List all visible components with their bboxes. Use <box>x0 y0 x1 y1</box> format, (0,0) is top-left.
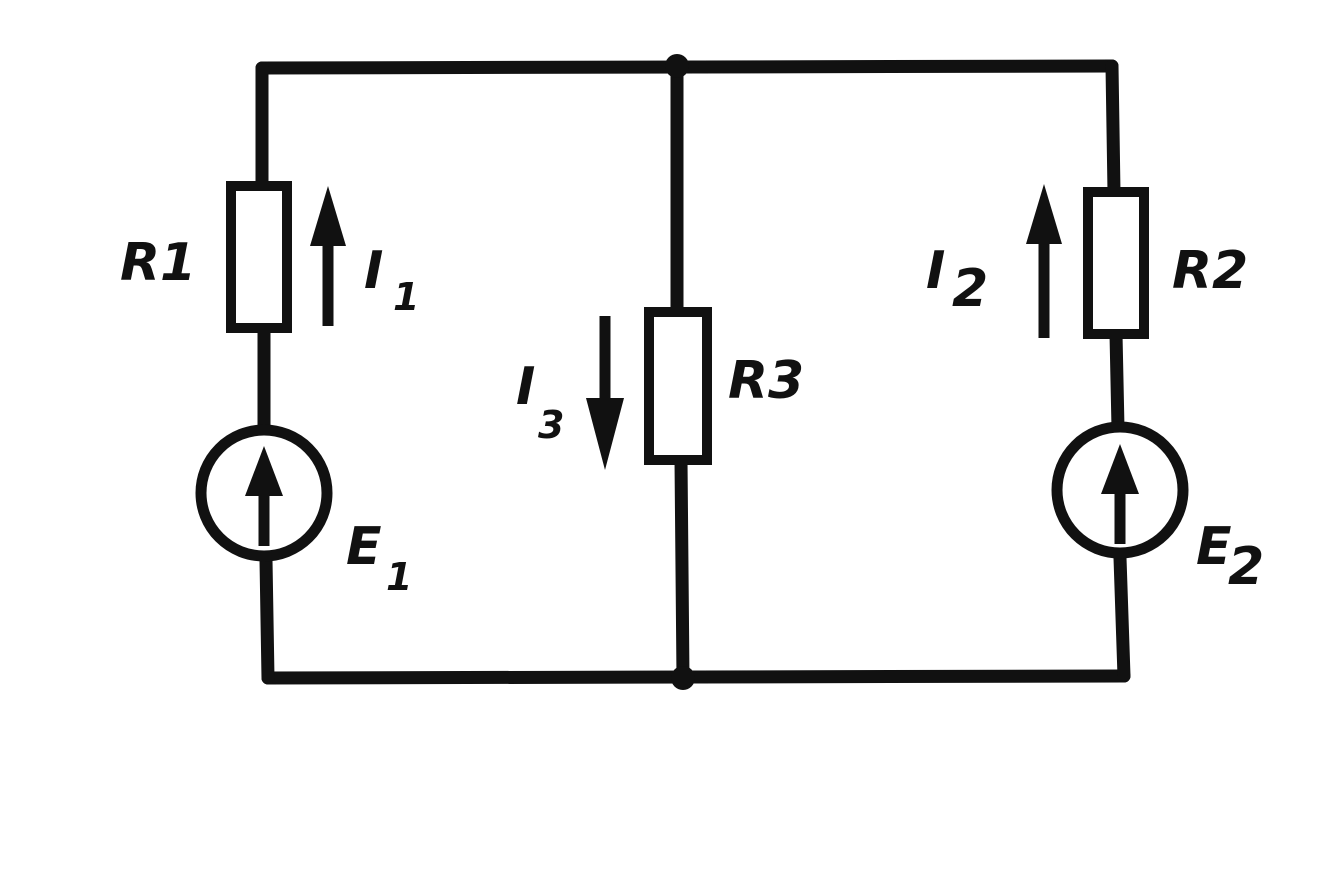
i2-label: I 2 <box>926 241 988 319</box>
svg-text:E: E <box>1196 517 1232 577</box>
current-i2-up-arrow-icon <box>1026 184 1062 338</box>
bottom-wire <box>261 669 1131 685</box>
middle-branch-lower-wire <box>674 453 690 685</box>
right-branch-middle-wire <box>1109 327 1125 435</box>
top-junction-node <box>665 54 689 78</box>
r2-label: R2 <box>1172 241 1248 301</box>
i1-label: I 1 <box>364 241 419 319</box>
svg-text:2: 2 <box>1228 537 1264 597</box>
svg-text:1: 1 <box>393 275 419 319</box>
voltage-source-e1 <box>195 424 333 562</box>
svg-text:I: I <box>926 241 945 301</box>
e2-label: E 2 <box>1196 517 1264 597</box>
resistor-r1 <box>226 181 292 333</box>
svg-text:I: I <box>364 241 383 301</box>
bottom-junction-node <box>671 666 695 690</box>
r1-label: R1 <box>120 233 196 293</box>
svg-text:I: I <box>516 357 535 417</box>
left-branch-lower-wire <box>259 553 275 685</box>
right-branch-lower-wire <box>1113 551 1131 683</box>
right-branch-upper-wire <box>1105 59 1121 199</box>
e1-label: E 1 <box>346 517 412 599</box>
svg-text:2: 2 <box>952 259 988 319</box>
current-i3-down-arrow-icon <box>586 316 624 470</box>
i3-label: I 3 <box>516 357 564 447</box>
svg-text:3: 3 <box>538 403 564 447</box>
svg-text:E: E <box>346 517 382 577</box>
voltage-source-e2 <box>1051 421 1189 559</box>
resistor-r3 <box>644 307 712 465</box>
current-i1-up-arrow-icon <box>310 186 346 326</box>
resistor-r2 <box>1083 187 1149 339</box>
r3-label: R3 <box>728 351 804 411</box>
svg-text:1: 1 <box>386 555 412 599</box>
